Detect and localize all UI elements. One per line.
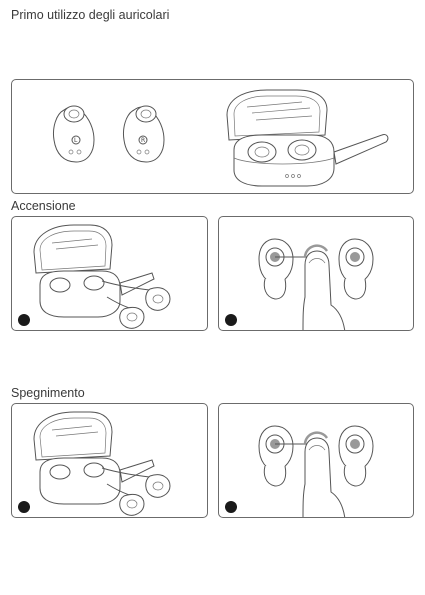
right-earbud-icon [339, 426, 373, 486]
step-indicator-dot [225, 501, 237, 513]
left-earbud-icon: L [53, 106, 94, 162]
earbuds-overview-panel: L R [11, 79, 414, 194]
power-on-touch-panel [218, 216, 414, 331]
power-off-case-panel [11, 403, 208, 518]
touch-gesture-illustration [219, 217, 414, 331]
power-off-heading: Spegnimento [11, 386, 85, 400]
step-indicator-dot [18, 501, 30, 513]
step-indicator-dot [18, 314, 30, 326]
left-earbud-icon [259, 426, 293, 486]
case-removal-illustration [12, 217, 208, 331]
charging-case-icon [227, 90, 388, 186]
right-earbud-marker: R [141, 137, 145, 144]
power-on-heading: Accensione [11, 199, 76, 213]
step-indicator-dot [225, 314, 237, 326]
right-earbud-icon [339, 239, 373, 299]
page-title: Primo utilizzo degli auricolari [11, 8, 169, 22]
left-earbud-icon [259, 239, 293, 299]
case-removal-illustration [12, 404, 208, 518]
touch-gesture-illustration [219, 404, 414, 518]
earbuds-overview-illustration: L R [12, 80, 414, 194]
power-off-touch-panel [218, 403, 414, 518]
right-earbud-icon: R [123, 106, 164, 162]
power-on-case-panel [11, 216, 208, 331]
